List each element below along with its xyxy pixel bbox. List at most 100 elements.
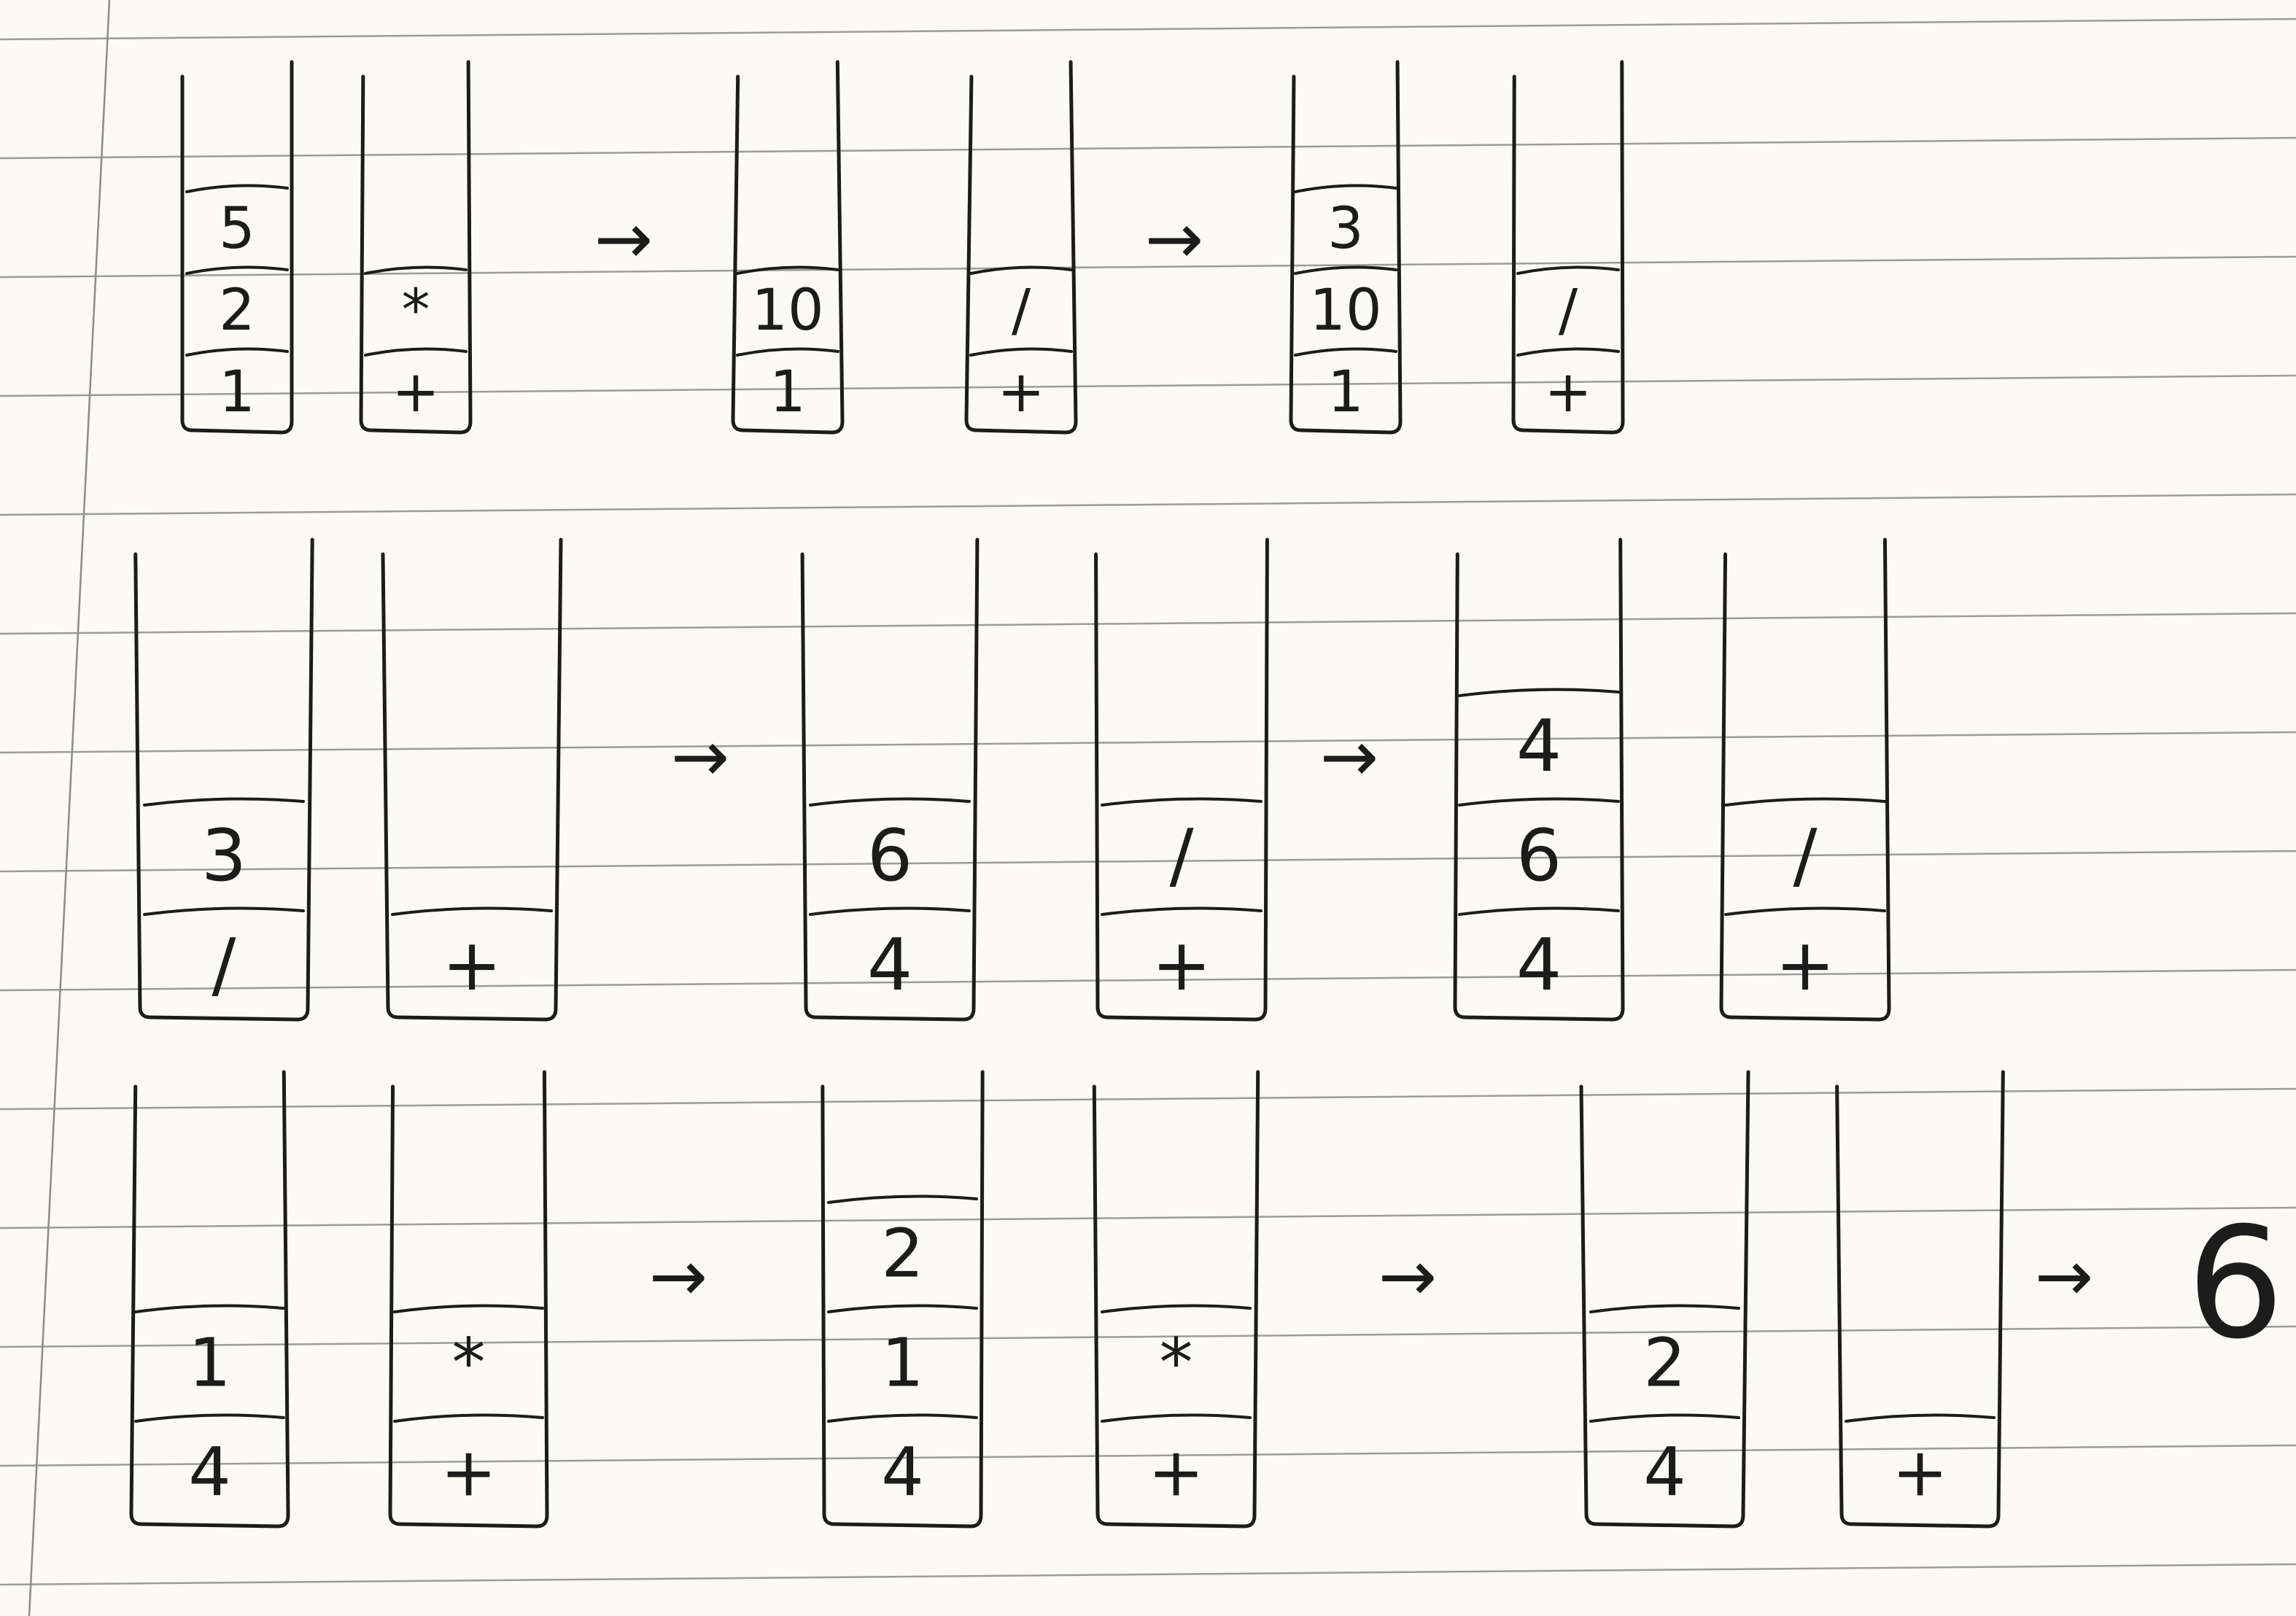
operator-stack-outline <box>1719 537 1891 1022</box>
notebook-rule-line <box>0 1206 2296 1230</box>
stack-cell-value: * <box>1160 1324 1193 1402</box>
stack-cell-value: / <box>1559 278 1578 343</box>
stack-cell-value: + <box>1892 1434 1948 1512</box>
stack-cell-divider <box>393 1304 544 1313</box>
stack-cell-divider <box>364 265 468 275</box>
transition-arrow: → <box>1145 198 1203 280</box>
operator-stack-outline <box>1094 537 1269 1022</box>
stack-cell-value: 4 <box>881 1434 924 1512</box>
transition-arrow: → <box>671 716 729 798</box>
stack-cell-value: 4 <box>188 1434 231 1512</box>
stage-3-2: 412 + * <box>821 1070 1260 1528</box>
row-3: 41+*412+*42+→→→6 <box>129 1070 2284 1528</box>
stack-cell-divider <box>1724 797 1886 807</box>
stage-2-3: 464 +/ <box>1453 537 1891 1022</box>
stack-evaluation-diagram: 125+*110+/1103+/→→/3+46+/464+/→→41+*412+… <box>129 60 2284 1528</box>
operator-stack: +/ <box>1511 60 1625 435</box>
operator-stack: +/ <box>1094 537 1269 1022</box>
stack-cell-divider <box>969 347 1073 357</box>
stack-cell-divider <box>969 265 1073 275</box>
stack-cell-divider <box>364 347 468 357</box>
notebook-rule-line <box>0 493 2296 516</box>
stack-cell-divider <box>1101 906 1263 916</box>
stack-cell-divider <box>391 906 553 916</box>
operand-stack: 412 <box>821 1070 985 1528</box>
stage-1-2: 1 10 +/ <box>731 60 1078 435</box>
operand-stack-outline <box>180 60 294 435</box>
stack-cell-divider <box>1458 797 1620 807</box>
operator-stack: +* <box>388 1070 549 1528</box>
stack-cell-divider <box>143 906 305 916</box>
operator-stack-outline <box>1835 1070 2005 1528</box>
stage-1-1: 125+* <box>180 60 473 435</box>
operator-stack: +/ <box>964 60 1078 435</box>
stack-cell-value: 1 <box>1327 360 1364 425</box>
operator-stack-outline <box>964 60 1078 435</box>
operator-stack-outline <box>1092 1070 1260 1528</box>
transition-arrow: → <box>594 198 653 280</box>
transition-arrow: → <box>649 1235 707 1317</box>
stack-cell-divider <box>185 265 289 275</box>
stack-cell-value: + <box>392 360 439 425</box>
stage-3-1: 41+* <box>129 1070 549 1528</box>
stack-cell-divider <box>134 1413 285 1423</box>
stack-cell-value: + <box>441 1434 497 1512</box>
operand-stack-outline <box>1453 537 1625 1022</box>
stack-cell-divider <box>1516 347 1620 357</box>
stack-cell-value: 1 <box>769 360 806 425</box>
stack-cell-divider <box>1294 347 1397 357</box>
stack-cell-divider <box>1294 265 1397 275</box>
operand-stack-outline <box>1289 60 1403 435</box>
stack-cell-value: 2 <box>1643 1324 1686 1402</box>
notebook-rule-line <box>0 850 2296 873</box>
operator-stack-outline <box>359 60 473 435</box>
operand-stack-outline <box>731 60 845 435</box>
stack-cell-value: 6 <box>867 815 912 898</box>
notebook-rule-line <box>0 1325 2296 1348</box>
stack-cell-divider <box>809 797 971 807</box>
stack-cell-divider <box>1101 1413 1252 1423</box>
notebook-rule-line <box>0 1087 2296 1111</box>
stack-cell-value: + <box>1148 1434 1204 1512</box>
stack-cell-value: 10 <box>751 278 823 343</box>
stack-cell-value: 1 <box>219 360 255 425</box>
stack-cell-divider <box>1101 797 1263 807</box>
operand-stack-outline <box>1579 1070 1750 1528</box>
stack-cell-value: + <box>1152 924 1211 1007</box>
stack-cell-divider <box>134 1304 285 1313</box>
stack-cell-value: 4 <box>1643 1434 1686 1512</box>
stack-cell-value: + <box>1544 360 1591 425</box>
stack-cell-divider <box>809 906 971 916</box>
notebook-margin-line <box>28 0 111 1616</box>
transition-arrow: → <box>1320 716 1378 798</box>
operator-stack: + <box>1835 1070 2005 1528</box>
stack-cell-value: 3 <box>201 815 247 898</box>
operand-stack: 42 <box>1579 1070 1750 1528</box>
transition-arrow: → <box>2035 1235 2093 1317</box>
notebook-rule-line <box>0 731 2296 754</box>
transition-arrow: → <box>1378 1235 1437 1317</box>
stack-cell-divider <box>1589 1304 1740 1313</box>
notebook-rule-line <box>0 968 2296 992</box>
stage-3-3: 42+ <box>1579 1070 2005 1528</box>
notebook-rule-line <box>0 612 2296 635</box>
stage-2-2: 4 6 +/ <box>800 537 1269 1022</box>
operand-stack: 464 <box>1453 537 1625 1022</box>
stack-cell-value: / <box>212 924 236 1007</box>
stack-cell-value: / <box>1012 278 1031 343</box>
stack-cell-value: 4 <box>1516 705 1562 788</box>
stack-cell-value: * <box>452 1324 486 1402</box>
stack-cell-divider <box>143 797 305 807</box>
stack-cell-value: * <box>402 278 430 343</box>
notebook-rule-line <box>0 255 2296 279</box>
stack-cell-value: 4 <box>867 924 912 1007</box>
stack-cell-value: + <box>442 924 502 1007</box>
operator-stack: +/ <box>1719 537 1891 1022</box>
stack-cell-divider <box>1101 1304 1252 1313</box>
operand-stack: /3 <box>133 537 314 1022</box>
stack-cell-value: 2 <box>881 1215 924 1293</box>
stack-cell-divider <box>827 1194 978 1204</box>
row-2: /3+46+/464+/→→ <box>133 537 1891 1022</box>
